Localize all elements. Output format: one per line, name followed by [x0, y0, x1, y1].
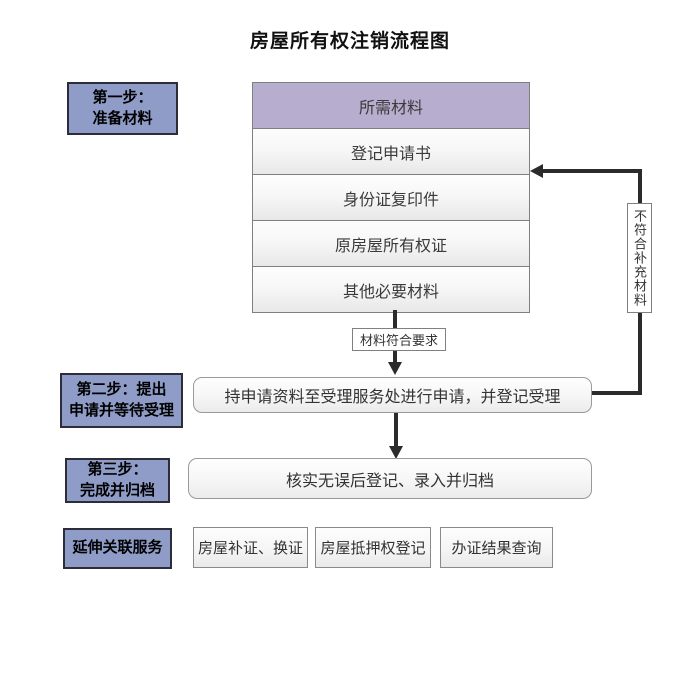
service-result-inquiry[interactable]: 办证结果查询: [440, 527, 553, 568]
label-materials-ok: 材料符合要求: [352, 328, 446, 351]
step-label-submit-application: 第二步：提出 申请并等待受理: [60, 373, 183, 428]
arrow-left-icon: [530, 164, 543, 178]
materials-row-other: 其他必要材料: [253, 266, 529, 312]
step-label-complete-archive: 第三步： 完成并归档: [65, 458, 170, 503]
step-label-prepare-materials: 第一步： 准备材料: [67, 82, 178, 135]
process-archive-box: 核实无误后登记、录入并归档: [188, 458, 592, 499]
service-reissue-certificate[interactable]: 房屋补证、换证: [193, 527, 308, 568]
materials-table-header: 所需材料: [253, 83, 529, 128]
service-mortgage-registration[interactable]: 房屋抵押权登记: [315, 527, 431, 568]
connector-loop-top: [542, 169, 642, 173]
materials-table: 所需材料 登记申请书 身份证复印件 原房屋所有权证 其他必要材料: [252, 82, 530, 313]
materials-row-id-copy: 身份证复印件: [253, 174, 529, 220]
materials-row-original-certificate: 原房屋所有权证: [253, 220, 529, 266]
materials-row-application-form: 登记申请书: [253, 128, 529, 174]
connector-apply-to-archive: [394, 413, 398, 447]
step-label-extended-services: 延伸关联服务: [63, 528, 172, 569]
arrow-down-icon: [389, 446, 403, 459]
process-apply-box: 持申请资料至受理服务处进行申请，并登记受理: [193, 377, 592, 413]
connector-loop-bottom: [592, 391, 642, 395]
label-materials-fail: 不符合补充材料: [627, 203, 652, 313]
page-title: 房屋所有权注销流程图: [249, 31, 450, 52]
arrow-down-icon: [388, 362, 402, 375]
